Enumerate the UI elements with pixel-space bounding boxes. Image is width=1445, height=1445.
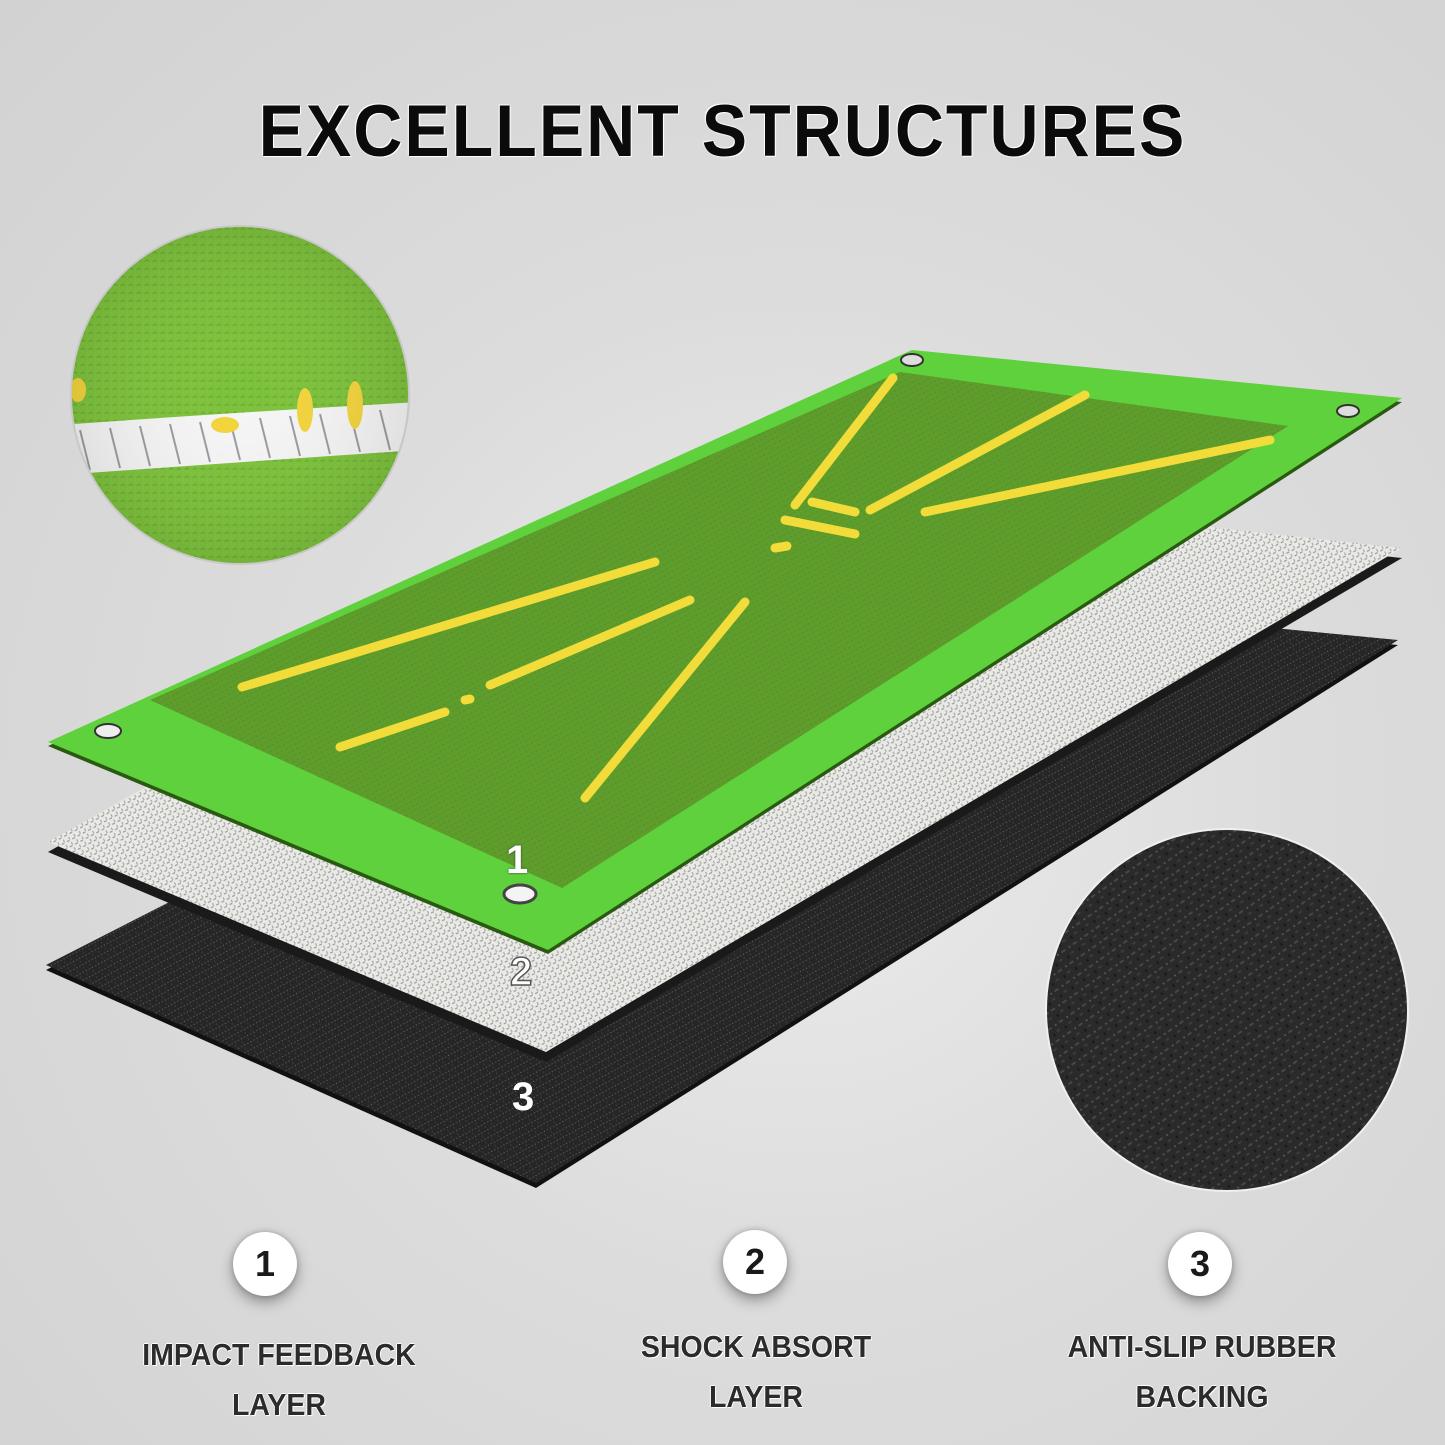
turf-closeup-circle — [70, 225, 410, 565]
feature-badge-3: 3 — [1168, 1232, 1232, 1296]
feature-label-line2: LAYER — [231, 1387, 327, 1422]
feature-label-line1: SHOCK ABSORT — [640, 1329, 872, 1364]
layer-marker-2: 2 — [509, 949, 533, 995]
feature-badge-2: 2 — [723, 1230, 787, 1294]
impact-feedback-layer — [48, 350, 1402, 954]
feature-label-line2: LAYER — [708, 1379, 804, 1414]
feature-label-shock-absorb: SHOCK ABSORT LAYER — [563, 1322, 949, 1422]
feature-label-line1: IMPACT FEEDBACK — [142, 1337, 416, 1372]
feature-label-impact-feedback: IMPACT FEEDBACK LAYER — [86, 1330, 472, 1430]
grommet-icons — [94, 353, 1360, 905]
layer-marker-1: 1 — [506, 838, 529, 882]
feature-label-line1: ANTI-SLIP RUBBER — [1067, 1329, 1337, 1364]
layer-marker-3: 3 — [512, 1075, 535, 1119]
page-title: EXCELLENT STRUCTURES — [258, 89, 1187, 173]
feature-label-line2: BACKING — [1135, 1379, 1269, 1414]
feature-badge-1: 1 — [233, 1232, 297, 1296]
feature-label-anti-slip: ANTI-SLIP RUBBER BACKING — [1009, 1322, 1395, 1422]
rubber-closeup-circle — [1045, 828, 1409, 1192]
guide-lines — [237, 373, 1275, 803]
